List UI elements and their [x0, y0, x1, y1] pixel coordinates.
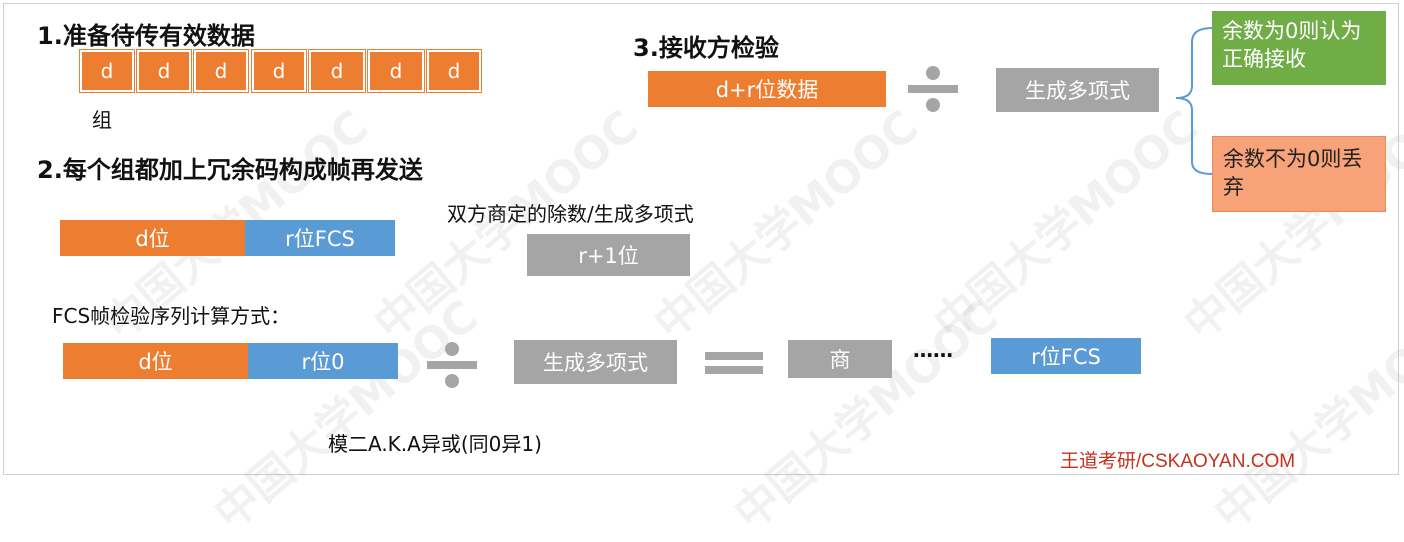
calc-data-box: d位: [63, 343, 248, 379]
data-cell: d: [193, 49, 249, 93]
accept-result-text: 余数为0则认为正确接收: [1222, 19, 1362, 71]
data-cell: d: [136, 49, 192, 93]
group-label: 组: [92, 108, 112, 132]
data-cell: d: [79, 49, 135, 93]
receiver-divisor-box: 生成多项式: [996, 68, 1159, 112]
quotient-box: 商: [788, 340, 892, 378]
slide-frame: [3, 3, 1399, 475]
divisor-box: r+1位: [527, 234, 690, 276]
divisor-caption: 双方商定的除数/生成多项式: [447, 202, 694, 226]
frame-fcs-box: r位FCS: [245, 220, 395, 256]
dots-text: ……: [913, 338, 953, 362]
mod2-note: 模二A.K.A异或(同0异1): [328, 432, 542, 456]
step1-title: 1.准备待传有效数据: [37, 22, 255, 50]
received-data-box: d+r位数据: [648, 71, 886, 107]
division-sign-icon: [908, 66, 958, 112]
accept-result-box: 余数为0则认为正确接收: [1212, 11, 1386, 85]
remainder-box: r位FCS: [991, 338, 1141, 374]
data-cell: d: [308, 49, 366, 93]
brand-watermark: 王道考研/CSKAOYAN.COM: [1060, 451, 1296, 472]
discard-result-box: 余数不为0则丢弃: [1212, 136, 1386, 212]
calc-divisor-box: 生成多项式: [514, 340, 677, 384]
step2-title: 2.每个组都加上冗余码构成帧再发送: [37, 156, 423, 184]
data-cell: d: [367, 49, 425, 93]
calc-zeros-box: r位0: [248, 343, 398, 379]
step3-title: 3.接收方检验: [633, 34, 779, 62]
data-cell: d: [251, 49, 307, 93]
division-sign-icon: [427, 342, 477, 388]
discard-result-text: 余数不为0则丢弃: [1223, 147, 1363, 199]
data-cell: d: [426, 49, 482, 93]
result-brace: [1175, 27, 1213, 175]
equals-sign-icon: [705, 352, 763, 374]
frame-data-box: d位: [60, 220, 245, 256]
fcs-calc-title: FCS帧检验序列计算方式：: [52, 304, 291, 328]
